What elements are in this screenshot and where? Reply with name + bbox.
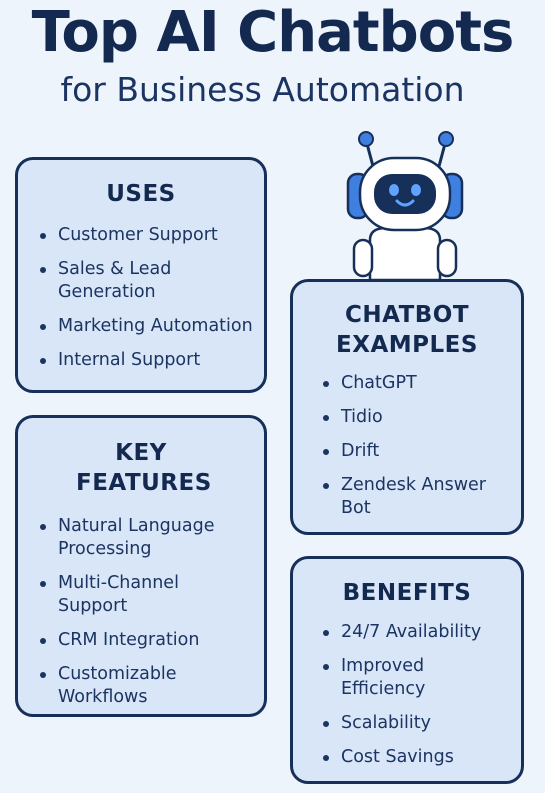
list-item: CRM Integration	[36, 629, 264, 652]
list-item: Improved Efficiency	[319, 655, 451, 701]
page-subtitle: for Business Automation	[60, 70, 465, 109]
uses-card: USES Customer Support Sales & Lead Gener…	[15, 157, 267, 393]
list-item: Marketing Automation	[36, 315, 264, 338]
chatbot-examples-list: ChatGPT Tidio Drift Zendesk Answer Bot	[293, 372, 521, 520]
list-item: Scalability	[319, 712, 521, 735]
uses-heading: USES	[106, 181, 176, 207]
list-item: ChatGPT	[319, 372, 521, 395]
chatbot-examples-card: CHATBOT EXAMPLES ChatGPT Tidio Drift Zen…	[290, 279, 524, 535]
key-features-list: Natural Language Processing Multi-Channe…	[18, 515, 264, 709]
list-item: Zendesk Answer Bot	[319, 474, 511, 520]
key-features-heading: KEY FEATURES	[76, 440, 212, 496]
list-item: Cost Savings	[319, 746, 521, 769]
list-item: Drift	[319, 440, 521, 463]
list-item: 24/7 Availability	[319, 621, 521, 644]
page-title: Top AI Chatbots	[31, 0, 515, 65]
key-features-card: KEY FEATURES Natural Language Processing…	[15, 415, 267, 717]
list-item: Sales & Lead Generation	[36, 258, 228, 304]
list-item: Internal Support	[36, 349, 264, 372]
list-item: Customer Support	[36, 224, 264, 247]
benefits-card: BENEFITS 24/7 Availability Improved Effi…	[290, 556, 524, 784]
list-item: Customizable Workflows	[36, 663, 208, 709]
robot-icon	[346, 131, 464, 282]
chatbot-examples-heading: CHATBOT EXAMPLES	[336, 302, 478, 358]
list-item: Multi-Channel Support	[36, 572, 228, 618]
uses-list: Customer Support Sales & Lead Generation…	[18, 224, 264, 372]
list-item: Tidio	[319, 406, 521, 429]
benefits-heading: BENEFITS	[342, 580, 472, 606]
benefits-list: 24/7 Availability Improved Efficiency Sc…	[293, 621, 521, 769]
list-item: Natural Language Processing	[36, 515, 248, 561]
